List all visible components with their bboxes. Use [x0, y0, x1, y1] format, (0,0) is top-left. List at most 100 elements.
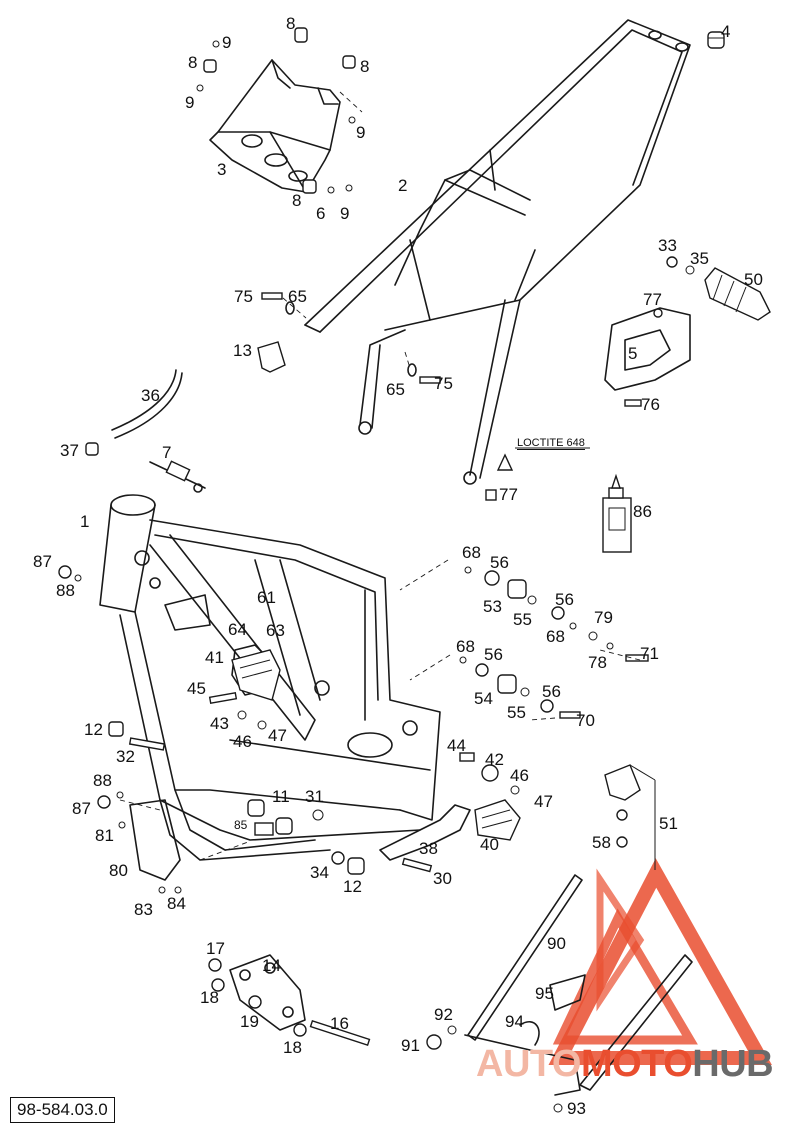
callout-78: 78: [588, 653, 607, 672]
watermark-text-hub: HUB: [692, 1043, 774, 1085]
callout-91: 91: [401, 1036, 420, 1055]
callout-68-2: 68: [546, 627, 565, 646]
callout-37: 37: [60, 441, 79, 460]
callout-79: 79: [594, 608, 613, 627]
nipple-part-37: [85, 442, 99, 456]
callout-56-1: 56: [490, 553, 509, 572]
footrest-bracket-part-5: [604, 307, 691, 407]
callout-6: 6: [316, 204, 325, 223]
rubber-cap-part-4: [707, 31, 725, 49]
callout-8-1: 8: [286, 14, 295, 33]
callout-77-2: 77: [499, 485, 518, 504]
callout-36: 36: [141, 386, 160, 405]
callout-41: 41: [205, 648, 224, 667]
footrest-part-50: [666, 256, 771, 321]
callout-8-2: 8: [188, 53, 197, 72]
callout-44: 44: [447, 736, 466, 755]
callout-92: 92: [434, 1005, 453, 1024]
callout-9-1: 9: [222, 33, 231, 52]
callout-19: 19: [240, 1012, 259, 1031]
callout-3: 3: [217, 160, 226, 179]
callout-8-3: 8: [360, 57, 369, 76]
callout-80: 80: [109, 861, 128, 880]
callout-17: 17: [206, 939, 225, 958]
callout-47-1: 47: [268, 726, 287, 745]
callout-33: 33: [658, 236, 677, 255]
callout-75-1: 75: [234, 287, 253, 306]
callout-14: 14: [262, 956, 281, 975]
callout-13: 13: [233, 341, 252, 360]
callout-84: 84: [167, 894, 186, 913]
callout-64: 64: [228, 620, 247, 639]
document-code: 98-584.03.0: [10, 1097, 115, 1123]
callout-55-2: 55: [507, 703, 526, 722]
side-plate-part-80: [58, 565, 182, 894]
callout-12-1: 12: [84, 720, 103, 739]
callout-47-2: 47: [534, 792, 553, 811]
callout-18-2: 18: [283, 1038, 302, 1057]
callout-18-1: 18: [200, 988, 219, 1007]
callout-8-4: 8: [292, 191, 301, 210]
engine-mount-hardware: [247, 799, 365, 875]
loctite-bolt-part-77: [485, 447, 590, 501]
watermark-wordmark: AUTOMOTOHUB: [476, 1043, 774, 1086]
callout-77-1: 77: [643, 290, 662, 309]
leader-lines: [119, 91, 641, 861]
callout-1: 1: [80, 512, 89, 531]
callout-85: 85: [234, 818, 248, 832]
callout-65-1: 65: [288, 287, 307, 306]
callout-9-3: 9: [356, 123, 365, 142]
callout-90: 90: [547, 934, 566, 953]
callout-68-1: 68: [462, 543, 481, 562]
callout-50: 50: [744, 270, 763, 289]
callout-11: 11: [272, 787, 290, 806]
watermark-text-auto: AUTO: [476, 1043, 581, 1085]
engine-guard-part-3: [209, 59, 341, 193]
callout-75-2: 75: [434, 374, 453, 393]
callout-45: 45: [187, 679, 206, 698]
threadlocker-bottle-part-86: [602, 473, 632, 553]
callout-71: 71: [640, 644, 659, 663]
callout-58: 58: [592, 833, 611, 852]
callout-38: 38: [419, 839, 438, 858]
callout-68-3: 68: [456, 637, 475, 656]
callout-7: 7: [162, 443, 171, 462]
callout-4: 4: [721, 22, 730, 41]
callout-35: 35: [690, 249, 709, 268]
footpeg-right-part-40: [474, 799, 521, 841]
callout-43: 43: [210, 714, 229, 733]
loctite-label: LOCTITE 648: [517, 437, 585, 450]
side-stand-part-90: [426, 874, 693, 1113]
callout-61: 61: [257, 588, 276, 607]
callout-93: 93: [567, 1099, 586, 1118]
callout-54: 54: [474, 689, 493, 708]
callout-94: 94: [505, 1012, 524, 1031]
callout-9-2: 9: [185, 93, 194, 112]
rear-subframe-part-2: [304, 19, 691, 485]
callout-5: 5: [628, 344, 637, 363]
callout-63: 63: [266, 621, 285, 640]
brake-pedal-part-38: [379, 804, 471, 873]
pivot-hardware-42-44: [459, 752, 520, 795]
callout-46-2: 46: [510, 766, 529, 785]
callout-42: 42: [485, 750, 504, 769]
callout-81: 81: [95, 826, 114, 845]
main-frame-part-1: [99, 494, 441, 861]
callout-9-4: 9: [340, 204, 349, 223]
engine-plates-part-14: [208, 954, 371, 1047]
callout-86: 86: [633, 502, 652, 521]
callout-83: 83: [134, 900, 153, 919]
callout-88-2: 88: [93, 771, 112, 790]
switch-part-7: [149, 460, 206, 493]
callout-53: 53: [483, 597, 502, 616]
callout-34: 34: [310, 863, 329, 882]
footpeg-left-part-41: [208, 649, 281, 730]
callout-87-1: 87: [33, 552, 52, 571]
callout-16: 16: [330, 1014, 349, 1033]
vent-hose-part-36: [111, 369, 183, 439]
callout-32: 32: [116, 747, 135, 766]
frame-hardware-right: [459, 566, 649, 719]
callout-40: 40: [480, 835, 499, 854]
